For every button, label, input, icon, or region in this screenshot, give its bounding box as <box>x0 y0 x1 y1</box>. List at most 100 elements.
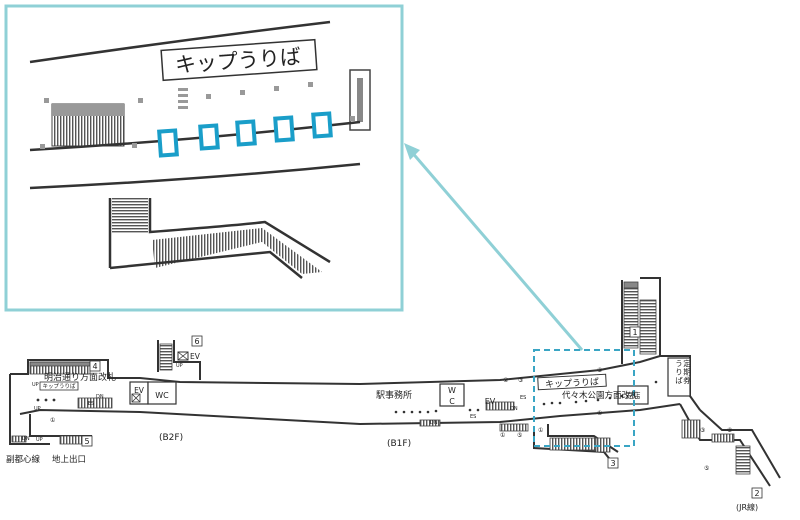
exit-6-label: 6 <box>194 337 199 346</box>
stairs-center-lower <box>499 423 529 432</box>
up-label-1: UP <box>32 382 39 388</box>
platform-1-left: ① <box>50 417 55 424</box>
b2f-lower-wall <box>29 414 92 437</box>
inset-stairs-down <box>112 198 148 234</box>
platform-1c: ① <box>500 432 505 439</box>
small-ticket-label: キップうりば <box>42 382 76 390</box>
map-labels: キップうりば キップうりば 明治通り方面改札 代々木公園方面改札 駅事務所 売店… <box>6 352 758 512</box>
exit-1: 1 <box>629 326 641 338</box>
wc-wc-box <box>439 383 465 407</box>
inset-upper-wall <box>29 20 331 64</box>
stairs-exit-1 <box>623 287 639 349</box>
stairs-es-left <box>77 397 113 409</box>
inset-ticket-sign-box <box>160 38 318 82</box>
w-label: W <box>448 386 456 395</box>
inset-stairs-head <box>52 104 124 116</box>
zoom-connector <box>404 143 584 351</box>
inset-bottom-wall <box>109 250 303 279</box>
b2f-left-wall <box>9 374 50 445</box>
gate-dots <box>36 380 658 414</box>
wc-label: WC <box>155 391 169 400</box>
ticket-area-label: キップうりば <box>545 377 600 391</box>
platform-numbers: ① ② ③ ③ ① ① ⑤ ③ ③ ⑤ ① <box>50 367 732 472</box>
exit-numbers: 1 2 3 4 5 6 <box>81 326 763 499</box>
small-ticket-box <box>39 381 79 391</box>
inset-stairs-bottom <box>152 228 270 268</box>
exit-1-label: 1 <box>632 328 637 337</box>
platform-3c: ③ <box>700 427 705 434</box>
up-label-2: UP <box>34 406 41 412</box>
dn-label-left: DN <box>96 394 104 400</box>
stairs-fukutoshin <box>11 435 27 443</box>
exit-1-walls <box>621 277 661 364</box>
ev-symbols <box>131 351 189 403</box>
exit-3: 3 <box>607 457 619 469</box>
stairs-meiji-head <box>29 361 91 367</box>
inset-lower-wall <box>29 162 361 190</box>
stairs-jr-lower <box>735 445 751 475</box>
highlight-region <box>533 349 635 447</box>
dn-label-lower: DN <box>430 420 438 426</box>
exit-6: 6 <box>191 335 203 347</box>
inset-stairs-diag <box>262 228 322 274</box>
ticket-area-box <box>537 373 607 391</box>
stairs-exit-6 <box>159 343 173 371</box>
stairs-exit-1b <box>639 299 657 355</box>
inset-kiosk-inner <box>357 78 363 122</box>
platform-5: ⑤ <box>517 432 522 439</box>
concourse-upper-wall <box>10 355 701 411</box>
stairs-exit-1-head <box>623 281 639 289</box>
dn-label-center: DN <box>510 406 518 412</box>
stairs-exit-3 <box>549 437 597 451</box>
c-label: C <box>449 397 455 406</box>
exit-2-label: 2 <box>754 489 759 498</box>
exit-6-walls <box>157 340 201 380</box>
ticket-machine <box>198 123 220 151</box>
ev-label-exit6: EV <box>190 352 201 361</box>
shop-label: 売店 <box>626 390 641 400</box>
platform-3d: ③ <box>727 427 732 434</box>
concourse-lower-wall <box>19 403 681 426</box>
inset-ticket-machines <box>157 111 333 158</box>
stairs-es-center <box>485 401 515 411</box>
stairs-jr-upper <box>681 419 701 439</box>
jr-corridor-walls <box>679 403 781 487</box>
jr-label: (JR線) <box>736 502 758 512</box>
yoyogi-gate-label: 代々木公園方面改札 <box>562 390 639 401</box>
teiki-vertical-label: 定期券うりば <box>675 358 691 385</box>
exit-5-label: 5 <box>84 437 89 446</box>
floor-b2f: (B2F) <box>159 433 183 443</box>
inset-dots <box>40 82 355 149</box>
exit-5: 5 <box>81 435 93 447</box>
es-label-left: ES <box>88 401 94 407</box>
ticket-machine <box>235 119 257 147</box>
fukutoshin-label: 副都心線 <box>6 454 41 465</box>
exit-4-label: 4 <box>92 362 97 371</box>
platform-1d: ① <box>538 427 543 434</box>
station-office-label: 駅事務所 <box>376 389 412 401</box>
meiji-gate-label: 明治通り方面改札 <box>44 371 116 383</box>
inset-stair-wall-right <box>148 198 331 264</box>
ev-label-center: EV <box>485 397 496 406</box>
teiki-char: 定期券うりば <box>675 358 691 385</box>
up-label-4: UP <box>176 363 183 369</box>
teiki-box <box>667 357 691 397</box>
platform-2: ② <box>503 377 509 384</box>
ticket-machine <box>273 115 295 143</box>
platform-1b: ① <box>597 410 602 417</box>
exit-4: 4 <box>89 360 101 372</box>
exit-2: 2 <box>751 487 763 499</box>
es-label-center: ES <box>470 414 476 420</box>
platform-3b: ③ <box>597 367 602 374</box>
stairs-jr-mid <box>711 433 735 443</box>
platform-5b: ⑤ <box>704 465 709 472</box>
dn-label-fukutoshin: DN <box>22 436 30 442</box>
wc-box <box>147 381 177 405</box>
zoom-inset: キップうりば <box>4 4 404 312</box>
connector-arrowhead <box>404 143 420 160</box>
connector-line <box>408 149 584 351</box>
chijo-label: 地上出口 <box>52 454 86 465</box>
up-label-3: UP <box>36 437 43 443</box>
ev-label-b2f: EV <box>134 386 145 395</box>
